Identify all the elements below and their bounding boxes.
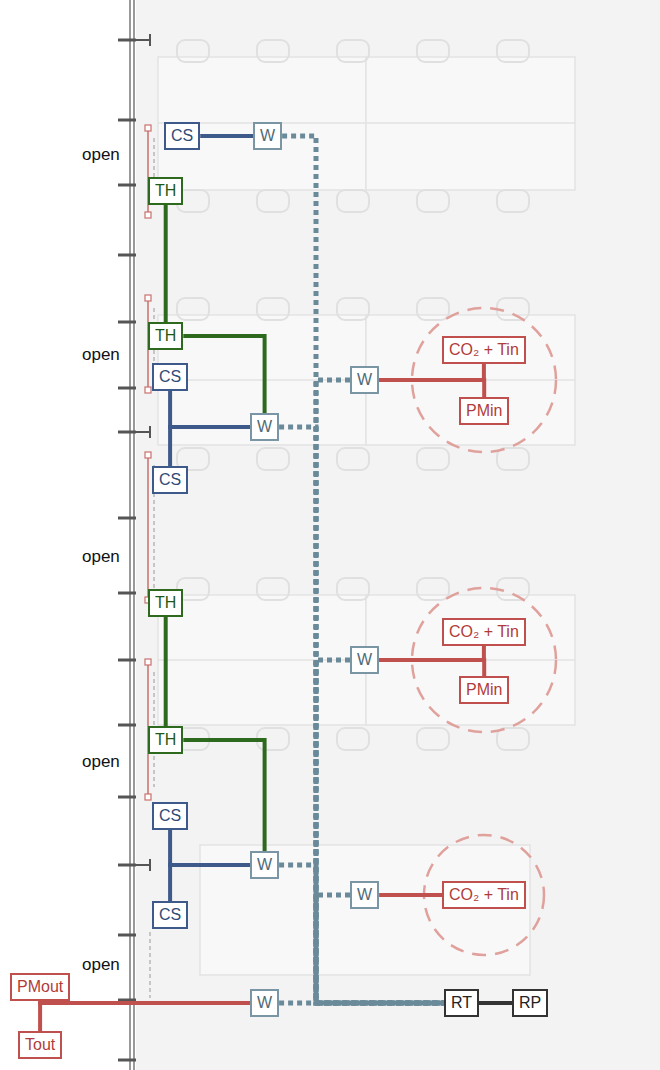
- window-label: open: [82, 547, 120, 567]
- sensor-box: CS: [164, 122, 200, 150]
- wireless-node: W: [350, 646, 379, 674]
- wireless-node: W: [253, 122, 282, 150]
- sensor-zones: [412, 308, 556, 955]
- node-text: W: [357, 886, 372, 903]
- wired-link: [379, 646, 484, 660]
- wireless-node: W: [250, 413, 279, 441]
- air-sensor: CO₂ + Tin: [442, 881, 526, 909]
- node-text: PMin: [466, 681, 502, 698]
- wireless-link: [316, 380, 444, 1003]
- wireless-node: W: [350, 881, 379, 909]
- node-text: CS: [159, 368, 181, 385]
- sensor-box: CS: [152, 901, 188, 929]
- air-sensor: CO₂ + Tin: [442, 618, 526, 646]
- node-text: W: [260, 127, 275, 144]
- node-text: CS: [159, 471, 181, 488]
- wired-link: [183, 336, 264, 413]
- window-label: open: [82, 752, 120, 772]
- node-text: CS: [171, 127, 193, 144]
- window-frame: [130, 0, 134, 1070]
- wired-link: [379, 660, 484, 676]
- wireless-link: [279, 1001, 444, 1006]
- wired-link: [200, 134, 253, 138]
- wireless-link: [279, 865, 444, 1003]
- thermal-sensor: TH: [148, 322, 183, 350]
- air-sensor: PMin: [459, 397, 509, 425]
- wireless-node: W: [250, 989, 279, 1017]
- air-sensor: CO₂ + Tin: [442, 336, 526, 364]
- window-label: open: [82, 145, 120, 165]
- node-text: W: [257, 418, 272, 435]
- node-text: TH: [155, 594, 176, 611]
- node-text: RP: [519, 994, 541, 1011]
- air-sensor: Tout: [18, 1031, 62, 1059]
- node-text: Tout: [25, 1036, 55, 1053]
- thermal-sensor: TH: [148, 177, 183, 205]
- wired-link: [479, 1001, 512, 1005]
- opening-brackets: [145, 125, 154, 998]
- wired-link: [170, 865, 250, 901]
- chairs: [177, 40, 529, 750]
- wireless-link: [279, 427, 444, 1003]
- node-text: CO₂ + Tin: [449, 623, 519, 640]
- node-text: CS: [159, 807, 181, 824]
- wired-link: [379, 364, 484, 380]
- node-text: W: [357, 651, 372, 668]
- window-label: open: [82, 345, 120, 365]
- node-text: TH: [155, 182, 176, 199]
- wired-link: [170, 391, 250, 427]
- window-mullions: [118, 34, 150, 1060]
- thermal-sensor: TH: [148, 589, 183, 617]
- wired-link: [170, 427, 250, 466]
- wired-link: [164, 617, 168, 726]
- node-text: CO₂ + Tin: [449, 341, 519, 358]
- wireless-link: [282, 136, 444, 1003]
- wired-link: [379, 893, 442, 897]
- node-text: W: [257, 856, 272, 873]
- wired-link: [40, 1003, 250, 1031]
- thermal-sensor: TH: [148, 726, 183, 754]
- node-text: TH: [155, 327, 176, 344]
- sensor-box: CS: [152, 466, 188, 494]
- wired-link: [170, 830, 250, 865]
- air-sensor: PMin: [459, 676, 509, 704]
- node-text: CO₂ + Tin: [449, 886, 519, 903]
- node-text: TH: [155, 731, 176, 748]
- wired-link: [164, 205, 168, 322]
- server-box: RP: [512, 989, 548, 1017]
- air-sensor: PMout: [10, 973, 70, 1001]
- wireless-node: W: [250, 851, 279, 879]
- sensor-box: CS: [152, 802, 188, 830]
- window-label: open: [82, 955, 120, 975]
- node-text: W: [357, 371, 372, 388]
- wireless-link: [316, 660, 444, 1003]
- desks: [158, 57, 575, 975]
- server-box: RT: [444, 989, 479, 1017]
- wireless-node: W: [350, 366, 379, 394]
- node-text: PMout: [17, 978, 63, 995]
- wired-link: [183, 740, 264, 851]
- room-floor: [136, 0, 660, 1070]
- node-text: RT: [451, 994, 472, 1011]
- sensor-box: CS: [152, 363, 188, 391]
- wireless-link: [316, 895, 444, 1003]
- wired-link: [379, 380, 484, 397]
- node-text: W: [257, 994, 272, 1011]
- node-text: PMin: [466, 402, 502, 419]
- node-text: CS: [159, 906, 181, 923]
